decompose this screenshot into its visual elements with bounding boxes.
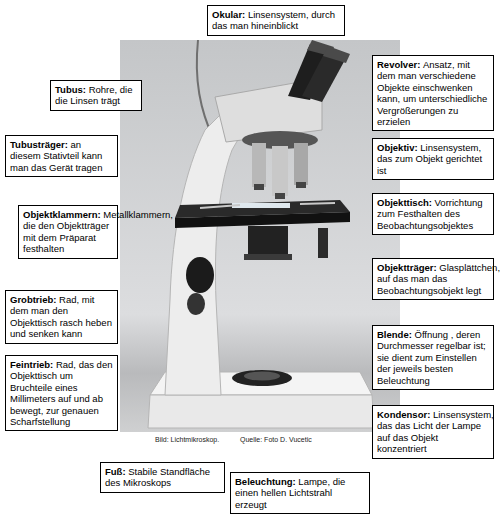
objective-revolver [242, 131, 318, 199]
focus-knobs [186, 228, 328, 315]
part-name: Objekttisch: [377, 197, 432, 208]
source-credit: Quelle: Foto D. Vucetic [240, 436, 312, 443]
part-name: Beleuchtung: [235, 476, 296, 487]
microscope-arm [165, 100, 255, 395]
part-name: Objektiv: [377, 142, 418, 153]
callout-box: Blende:Öffnung , deren Durchmesser regel… [372, 325, 494, 390]
stage [300, 203, 335, 204]
focus-knobs [187, 293, 205, 315]
callout-box: Grobtrieb:Rad, mit dem man den Objekttis… [5, 290, 118, 344]
condenser [244, 254, 292, 260]
part-name: Fuß: [105, 466, 126, 477]
focus-knobs [186, 257, 214, 293]
stage [232, 203, 290, 208]
objective-revolver [296, 182, 306, 188]
condenser [244, 226, 292, 260]
stage [175, 212, 350, 228]
callout-box: Objektiv:Linsensystem, das zum Objekt ge… [372, 138, 494, 180]
part-name: Revolver: [377, 59, 420, 70]
part-name: Tubusträger: [10, 139, 68, 150]
microscope-arm [165, 100, 255, 395]
stage [175, 200, 350, 228]
callout-box: Beleuchtung:Lampe, die einen hellen Lich… [230, 472, 370, 514]
part-name: Tubus: [55, 84, 86, 95]
microscope-base [232, 370, 292, 386]
part-name: Feintrieb: [10, 359, 53, 370]
objective-revolver [254, 184, 264, 190]
callout-box: Kondensor:Linsensystem, das das Licht de… [372, 405, 494, 459]
part-name: Objektträger: [377, 262, 437, 273]
part-name: Okular: [212, 9, 245, 20]
callout-box: Objektträger:Glasplättchen, auf das man … [372, 258, 494, 300]
part-name: Blende: [377, 329, 412, 340]
part-name: Kondensor: [377, 409, 430, 420]
part-description: Rad, das den Objekttisch um Bruchteile e… [10, 359, 112, 427]
figure-caption: Bild: Lichtmikroskop. [155, 436, 219, 443]
focus-knobs [318, 228, 328, 258]
condenser [248, 226, 288, 256]
callout-box: Objekttisch:Vorrichtung zum Festhalten d… [372, 193, 494, 235]
callout-box: Feintrieb:Rad, das den Objekttisch um Br… [5, 355, 118, 431]
callout-box: Fuß:Stabile Standfläche des Mikroskops [100, 462, 225, 493]
eyepiece-tubes [323, 46, 350, 63]
callout-box: Tubus:Rohre, die die Linsen trägt [50, 80, 142, 111]
microscope-base [244, 372, 280, 381]
stage [200, 205, 240, 208]
objective-revolver [275, 193, 285, 199]
callout-box: Okular:Linsensystem, durch das man hinei… [207, 5, 345, 36]
part-description: Ansatz, mit dem man verschiedene Objekte… [377, 59, 487, 127]
eyepiece-tubes [288, 40, 350, 102]
part-name: Grobtrieb: [10, 294, 56, 305]
microscope-base [148, 395, 374, 428]
part-name: Objektklammern: [23, 209, 101, 220]
objective-revolver [294, 143, 308, 185]
objective-revolver [252, 143, 266, 187]
photo-background [120, 40, 400, 432]
callout-box: Objektklammern:Metallklammern, die den O… [18, 205, 118, 259]
callout-box: Tubusträger:an diesem Stativteil kann ma… [5, 135, 118, 177]
callout-box: Revolver:Ansatz, mit dem man verschieden… [372, 55, 494, 131]
objective-revolver [272, 146, 288, 196]
